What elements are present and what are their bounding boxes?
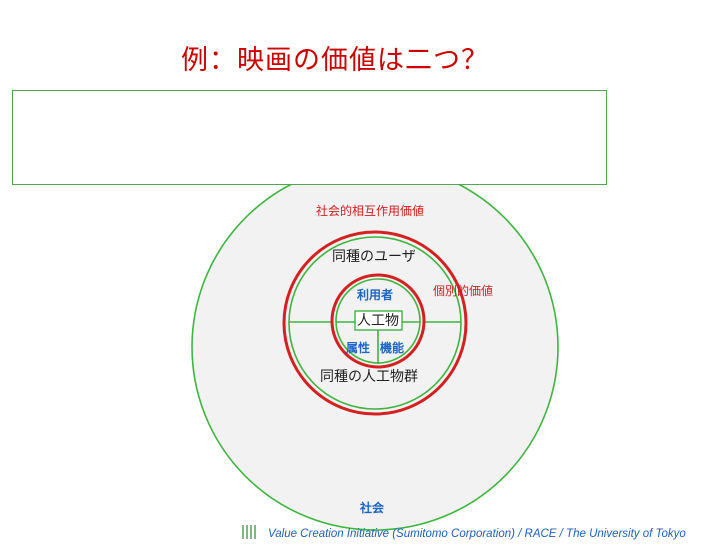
artifact-label: 人工物 — [357, 313, 399, 329]
individual-value-label: 個別的価値 — [433, 284, 494, 298]
footer-credit: Value Creation Initiative (Sumitomo Corp… — [268, 528, 686, 540]
user-label: 利用者 — [357, 288, 394, 302]
footer-decoration — [242, 525, 258, 539]
social-value-circle — [282, 230, 468, 416]
function-label: 機能 — [380, 341, 405, 355]
same-users-label: 同種のユーザ — [332, 249, 416, 265]
slide-title: 例：映画の価値は二つ？ — [181, 45, 489, 76]
text-box — [12, 90, 607, 185]
attribute-label: 属性 — [346, 341, 371, 355]
social-value-label: 社会的相互作用価値 — [316, 204, 425, 218]
same-artifacts-label: 同種の人工物群 — [320, 369, 418, 385]
same-kind-circle — [288, 236, 462, 410]
artifact-box — [354, 310, 403, 331]
society-label: 社会 — [360, 501, 385, 515]
